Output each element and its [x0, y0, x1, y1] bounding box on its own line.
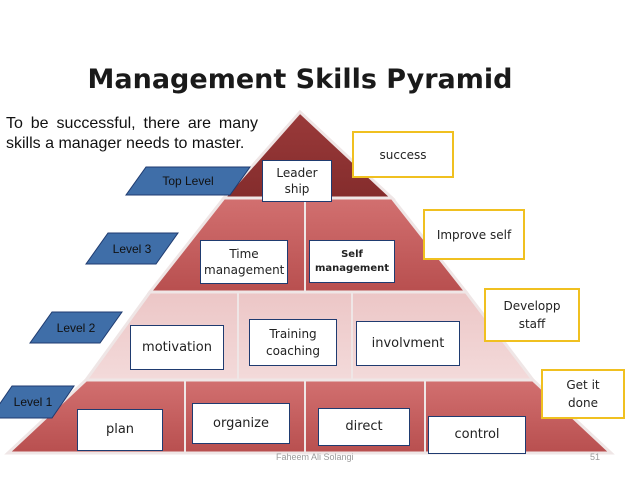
intro-text: To be successful, there are many skills … — [6, 115, 258, 152]
level-2-label: Level 2 — [56, 320, 96, 335]
level-top-shape — [125, 166, 251, 196]
skill-organize: organize — [192, 403, 290, 444]
level-top-label: Top Level — [162, 174, 214, 188]
level-3-label: Level 3 — [112, 241, 152, 256]
skill-involvement: involvment — [356, 321, 460, 366]
slide-number: 51 — [590, 452, 601, 462]
footer-author: Faheem Ali Solangi — [276, 452, 354, 462]
level-1-label: Level 1 — [13, 395, 53, 409]
outcome-improve-self: Improve self — [423, 209, 525, 260]
skill-self-management: Self management — [309, 240, 395, 283]
skill-training-coaching: Training coaching — [249, 319, 337, 366]
outcome-get-it-done: Get it done — [541, 369, 625, 419]
skill-direct: direct — [318, 408, 410, 446]
skill-motivation: motivation — [130, 325, 224, 370]
level-2-shape — [29, 311, 123, 344]
level-1-shape — [0, 385, 75, 419]
pyramid-tier-3 — [146, 196, 470, 294]
outcome-success: success — [352, 131, 454, 178]
skill-control: control — [428, 416, 526, 454]
outcome-develop-staff: Developp staff — [484, 288, 580, 342]
skill-time-management: Time management — [200, 240, 288, 284]
skill-plan: plan — [77, 409, 163, 451]
page-title: Management Skills Pyramid — [87, 64, 513, 95]
level-3-shape — [85, 232, 179, 265]
skill-leadership: Leader ship — [262, 160, 332, 202]
